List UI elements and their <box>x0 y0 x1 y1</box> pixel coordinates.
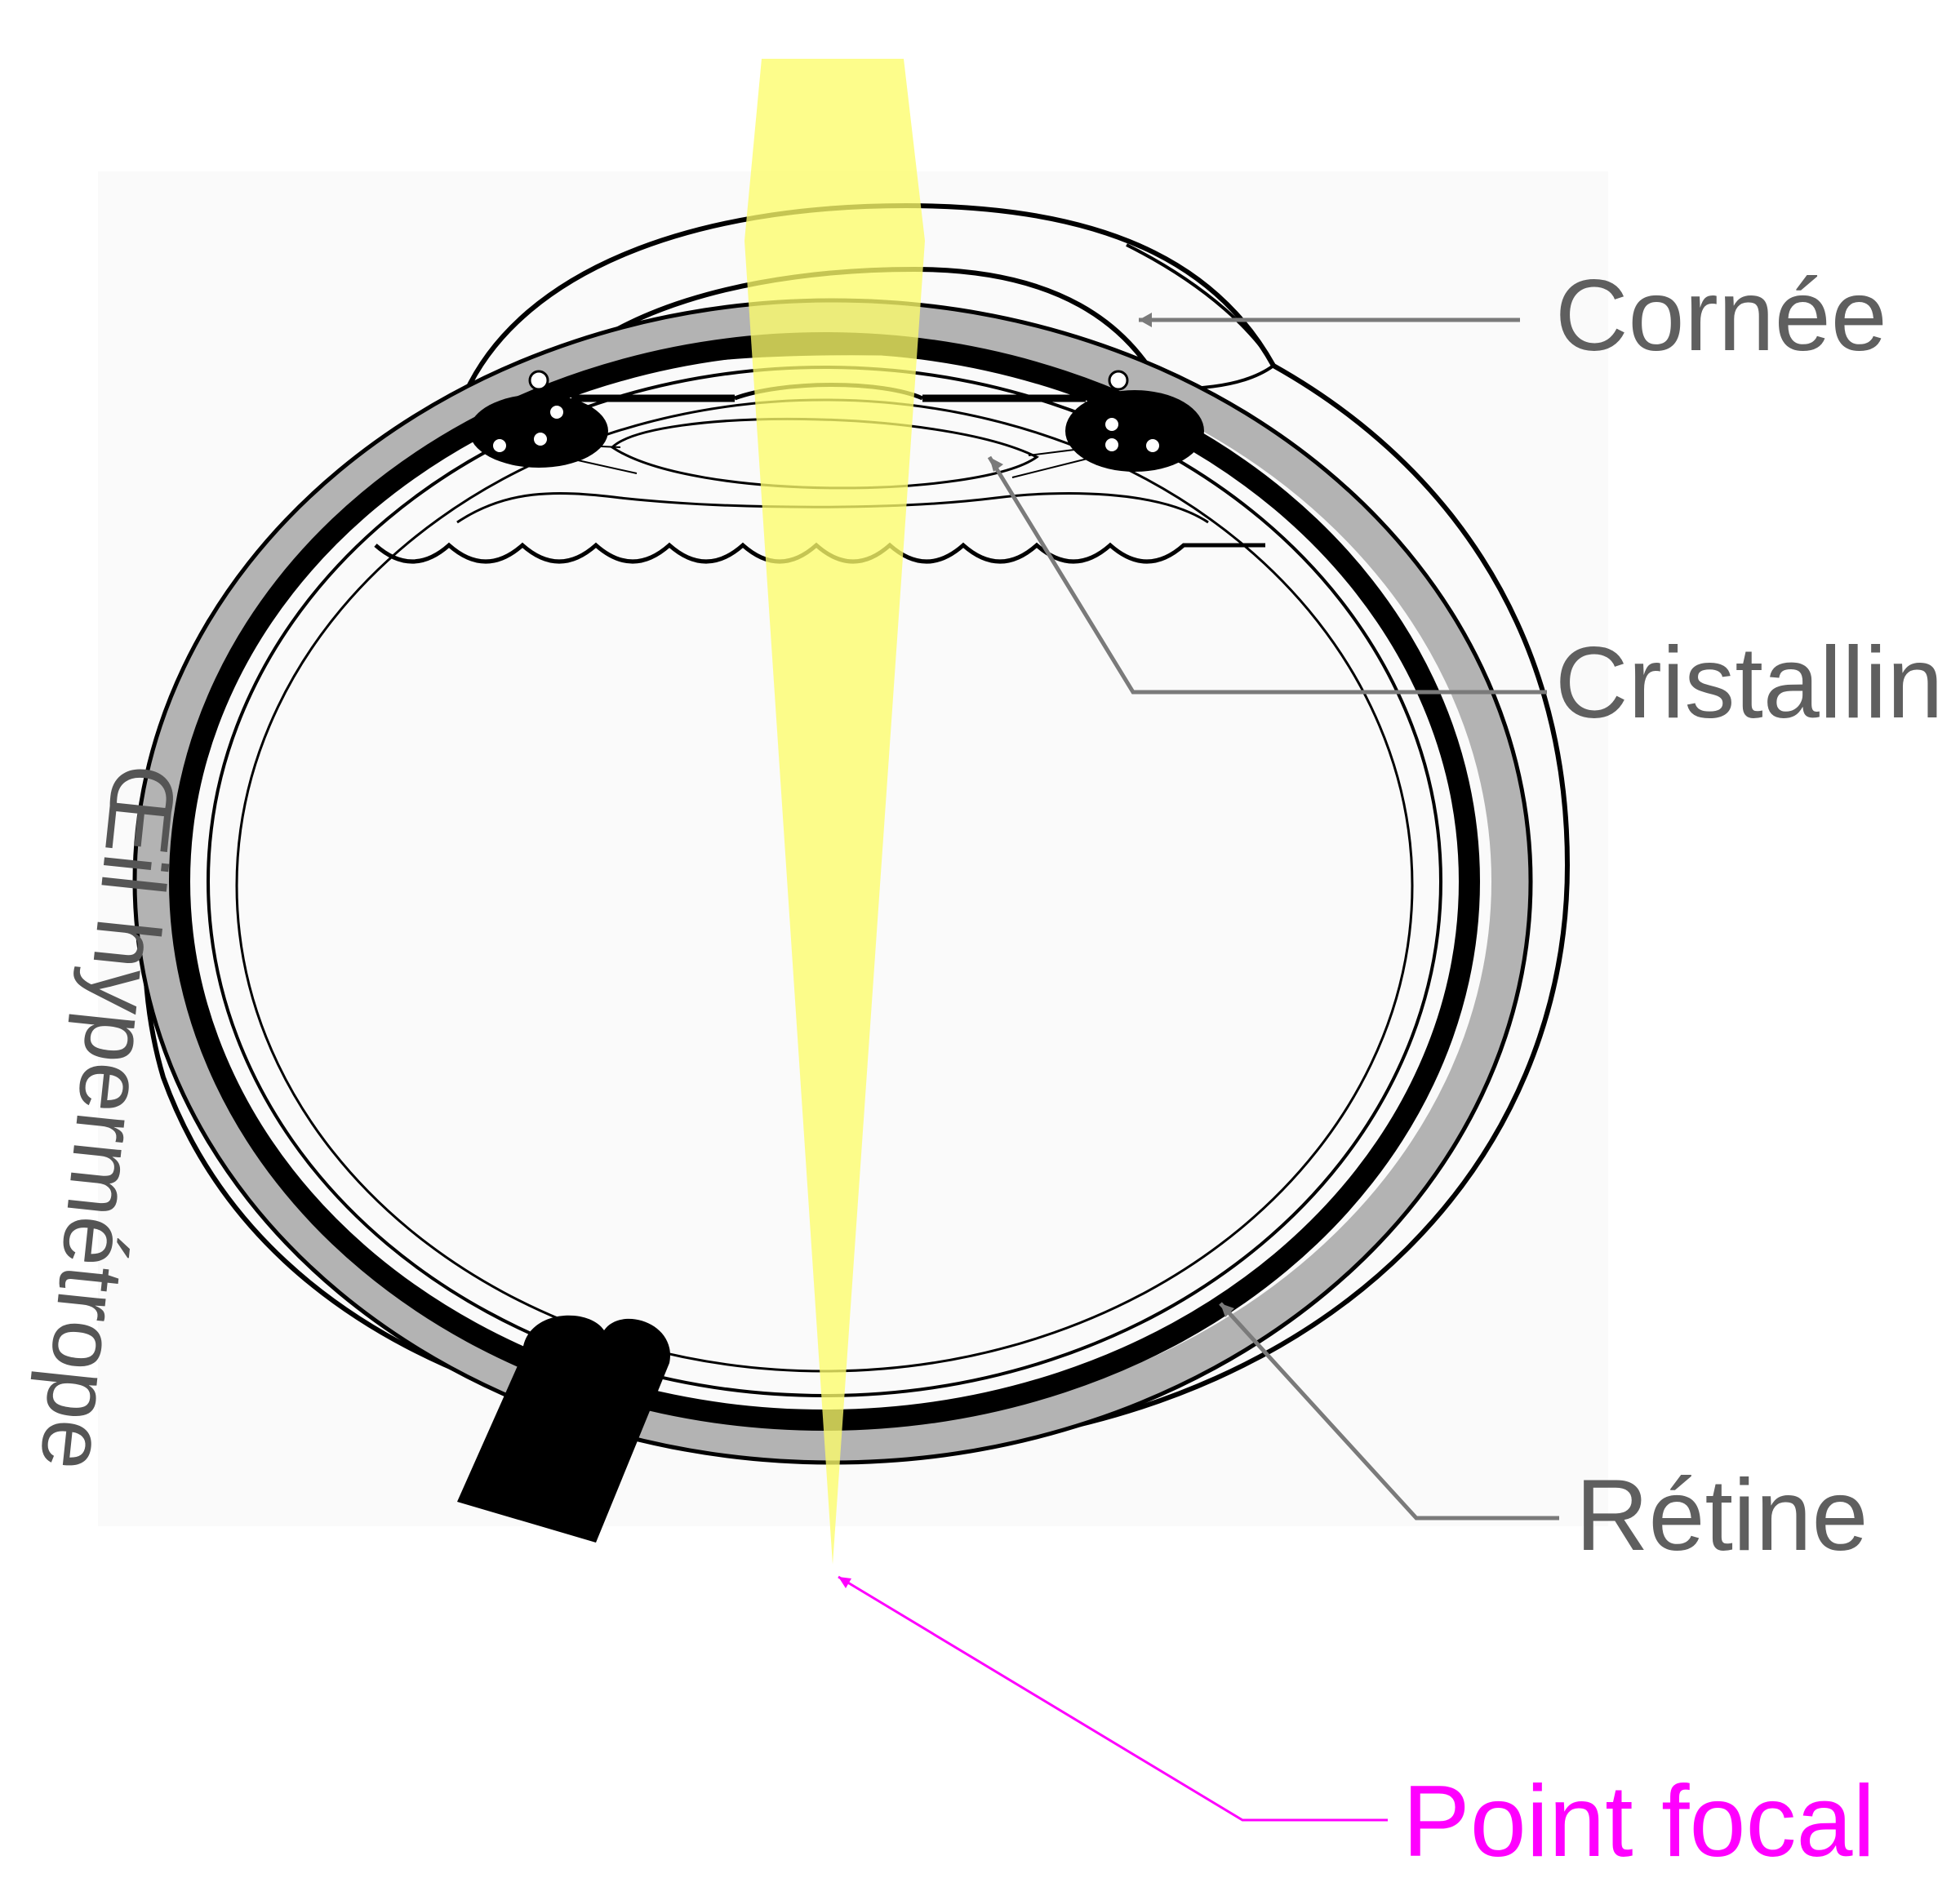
light-beam <box>744 59 925 1565</box>
ciliary-dot <box>550 406 563 419</box>
retina-label: Rétine <box>1576 1459 1869 1572</box>
ciliary-body-right <box>1065 390 1204 472</box>
lens-leader <box>987 455 1547 695</box>
cornea-right-curve <box>1126 243 1276 391</box>
schlemm-canal-left <box>528 370 549 391</box>
retina-leader <box>1219 1302 1559 1521</box>
zonule-right <box>1011 446 1095 478</box>
ciliary-dot <box>534 433 547 446</box>
ciliary-dot <box>1105 438 1118 451</box>
lens-arrowhead <box>989 457 1003 472</box>
optic-nerve <box>457 1315 670 1543</box>
cornea-label: Cornée <box>1555 260 1887 372</box>
focal-arrowhead <box>838 1577 851 1588</box>
ciliary-dot <box>493 439 506 452</box>
zonule-left <box>562 444 638 474</box>
focal-point-label: Point focal <box>1402 1765 1876 1878</box>
ciliary-body-left <box>469 394 608 468</box>
focal-leader <box>838 1575 1388 1822</box>
ciliary-dot <box>1146 439 1159 452</box>
outer-shell <box>142 202 1571 1450</box>
lens <box>610 417 1039 490</box>
ciliary-dot <box>1105 418 1118 431</box>
cornea-arrowhead <box>1139 313 1152 327</box>
lens-label: Cristallin <box>1555 627 1944 739</box>
schlemm-canal-right <box>1108 370 1129 391</box>
retina-arrowhead <box>1220 1303 1234 1317</box>
